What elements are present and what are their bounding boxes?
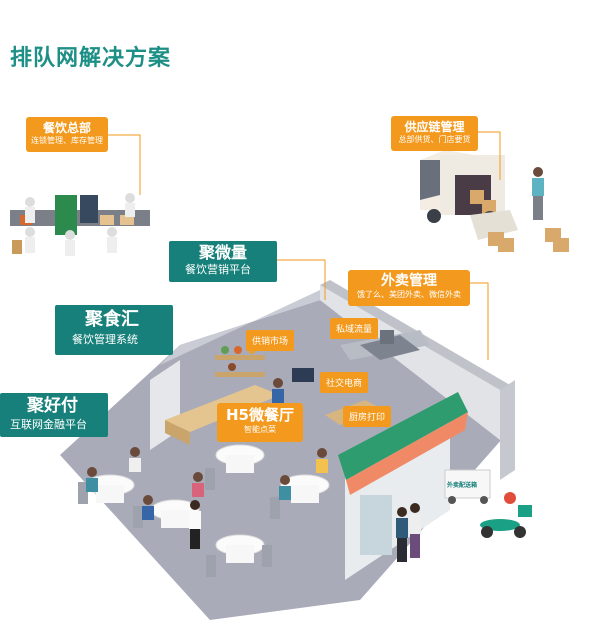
jhf-tag: 聚好付 互联网金融平台 <box>0 393 108 437</box>
supply-market-label: 供销市场 <box>246 330 295 351</box>
hq-name: 餐饮总部 <box>42 121 91 135</box>
h5-tag: H5微餐厅 智能点菜 <box>217 403 303 442</box>
hq-desc: 连锁管理、库存管理 <box>31 136 103 145</box>
social-commerce-label: 社交电商 <box>320 372 369 393</box>
jsh-tag: 聚食汇 餐饮管理系统 <box>55 305 173 355</box>
jhf-desc: 互联网金融平台 <box>10 418 87 431</box>
jwl-name: 聚微量 <box>199 243 248 262</box>
waimai-desc: 饿了么、美团外卖、微信外卖 <box>357 290 461 299</box>
page-title: 排队网解决方案 <box>10 46 172 71</box>
waimai-tag: 外卖管理 饿了么、美团外卖、微信外卖 <box>348 270 470 306</box>
delivery-box-sign: 外卖配送箱 <box>447 482 478 489</box>
jsh-desc: 餐饮管理系统 <box>72 333 138 346</box>
jwl-tag: 聚微量 餐饮营销平台 <box>169 241 277 282</box>
jsh-name: 聚食汇 <box>85 309 139 330</box>
supply-tag: 供应链管理 总部供货、门店要货 <box>391 116 478 151</box>
waimai-name: 外卖管理 <box>381 273 437 289</box>
h5-name: H5微餐厅 <box>226 406 294 424</box>
jhf-name: 聚好付 <box>27 396 78 416</box>
kitchen-print-label: 厨房打印 <box>343 406 392 427</box>
h5-desc: 智能点菜 <box>244 425 276 434</box>
hq-tag: 餐饮总部 连锁管理、库存管理 <box>26 117 108 152</box>
jwl-desc: 餐饮营销平台 <box>185 263 251 276</box>
supply-desc: 总部供货、门店要货 <box>398 135 471 144</box>
supply-name: 供应链管理 <box>404 120 465 134</box>
private-traffic-label: 私域流量 <box>330 318 379 339</box>
